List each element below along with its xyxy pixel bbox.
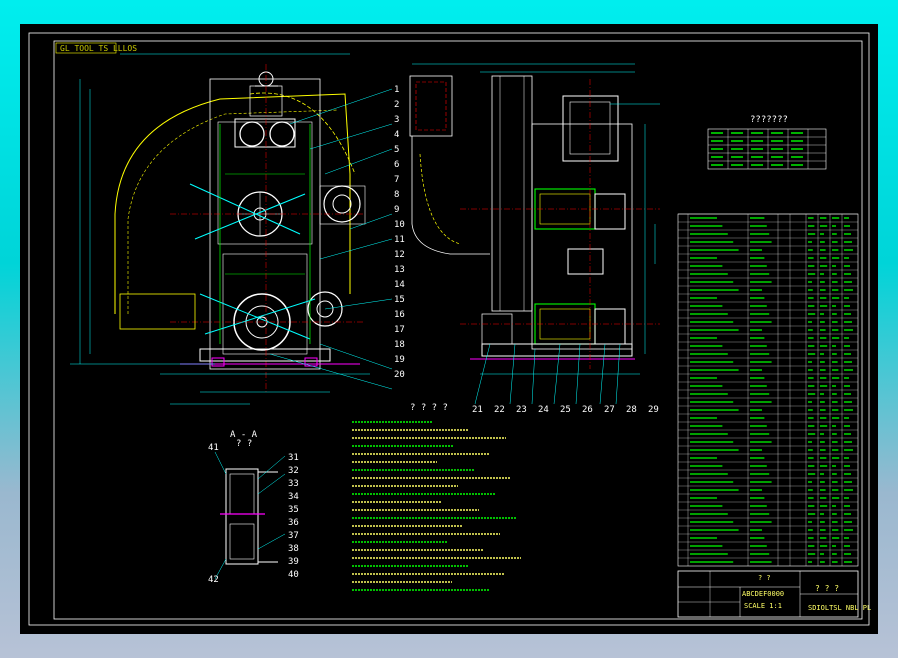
parts-list xyxy=(677,213,859,567)
spec-table xyxy=(707,128,827,170)
callout-label: 5 xyxy=(394,145,400,155)
callout-label: 3 xyxy=(394,115,400,125)
callout-label: 18 xyxy=(394,340,405,350)
title-block xyxy=(677,570,859,618)
section-label: A - A xyxy=(230,430,258,440)
callout-label: 25 xyxy=(560,405,571,415)
callout-label: 22 xyxy=(494,405,505,415)
inner-frame xyxy=(53,40,863,620)
callout-label: 13 xyxy=(394,265,405,275)
callout-label: 9 xyxy=(394,205,400,215)
cad-drawing-canvas[interactable] xyxy=(20,24,878,634)
drawing-number: SDIOLTSL NBL PL xyxy=(808,604,872,612)
spec-table-title: ??????? xyxy=(750,115,788,125)
title-sub: ? ? ? xyxy=(815,584,840,593)
section-sublabel: ? ? xyxy=(236,439,253,449)
callout-label: 24 xyxy=(538,405,549,415)
drawing-viewport[interactable]: GL TOOL TS LLLOS A - A ? ? ? ? ? ? ?????… xyxy=(20,24,878,634)
side-view xyxy=(409,63,660,405)
callout-label: 2 xyxy=(394,100,400,110)
callout-label: 27 xyxy=(604,405,615,415)
callout-label: 37 xyxy=(288,531,299,541)
corner-tag-box xyxy=(55,42,117,54)
callout-label: 17 xyxy=(394,325,405,335)
front-view xyxy=(70,53,393,405)
callout-label: 31 xyxy=(288,453,299,463)
callout-label: 8 xyxy=(394,190,400,200)
callout-label: 38 xyxy=(288,544,299,554)
callout-label: 29 xyxy=(648,405,659,415)
callout-label: 41 xyxy=(208,443,219,453)
callout-label: 23 xyxy=(516,405,527,415)
callout-label: 39 xyxy=(288,557,299,567)
scale-label: SCALE 1:1 xyxy=(744,602,782,610)
callout-label: 28 xyxy=(626,405,637,415)
callout-label: 20 xyxy=(394,370,405,380)
callout-label: 4 xyxy=(394,130,400,140)
callout-label: 1 xyxy=(394,85,400,95)
callout-label: 16 xyxy=(394,310,405,320)
callout-label: 12 xyxy=(394,250,405,260)
callout-label: 42 xyxy=(208,575,219,585)
technical-notes xyxy=(352,421,521,591)
callout-label: 32 xyxy=(288,466,299,476)
project-code: ABCDEF0000 xyxy=(742,590,785,598)
section-view xyxy=(214,451,286,580)
notes-title: ? ? ? ? xyxy=(410,403,448,413)
callout-label: 33 xyxy=(288,479,299,489)
callout-label: 40 xyxy=(288,570,299,580)
callout-label: 21 xyxy=(472,405,483,415)
callout-label: 7 xyxy=(394,175,400,185)
callout-label: 10 xyxy=(394,220,405,230)
callout-label: 34 xyxy=(288,492,299,502)
callout-label: 36 xyxy=(288,518,299,528)
callout-label: 14 xyxy=(394,280,405,290)
spec-table-frame xyxy=(707,128,827,170)
callout-label: 35 xyxy=(288,505,299,515)
callout-label: 11 xyxy=(394,235,405,245)
callout-label: 26 xyxy=(582,405,593,415)
callout-label: 15 xyxy=(394,295,405,305)
callout-label: 19 xyxy=(394,355,405,365)
corner-tag: GL TOOL TS LLLOS xyxy=(60,44,138,53)
title-main: ? ? xyxy=(758,574,771,582)
outer-frame xyxy=(28,32,870,626)
callout-label: 6 xyxy=(394,160,400,170)
